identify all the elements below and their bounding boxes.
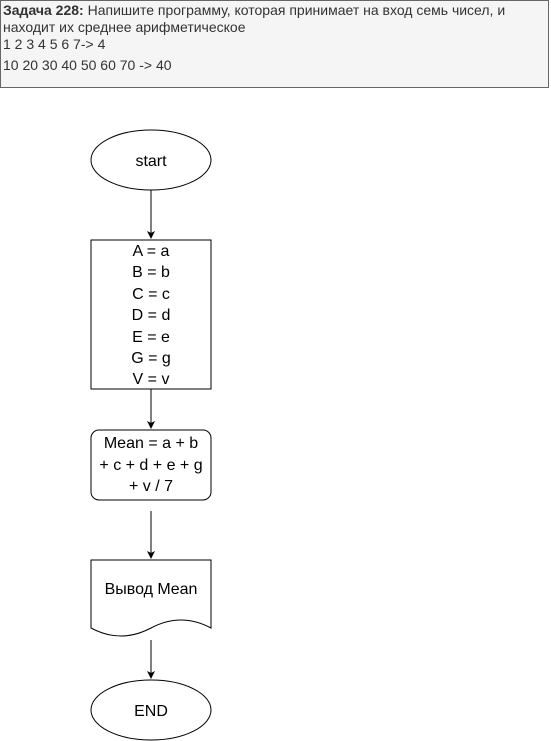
task-example-2: 10 20 30 40 50 60 70 -> 40 [3,57,172,73]
assign-d: D = d [132,307,171,324]
task-description: Напишите программу, которая принимает на… [87,2,506,18]
task-example-1: 1 2 3 4 5 6 7-> 4 [3,36,106,52]
end-node: END [90,679,212,741]
assignment-node: A = a B = b C = c D = d E = e G = g V = … [90,239,212,390]
mean-node: Mean = a + b + c + d + e + g + v / 7 [90,429,212,501]
task-description-line2: находит их среднее арифметическое [3,19,246,35]
assign-c: C = c [132,286,170,303]
mean-line-3: + v / 7 [129,478,173,495]
mean-line-2: + c + d + e + g [99,457,202,474]
assign-a: A = a [133,243,170,260]
assign-b: B = b [132,264,170,281]
task-heading: Задача 228: Напишите программу, которая … [3,2,546,19]
end-label: END [134,703,168,720]
task-statement: Задача 228: Напишите программу, которая … [0,0,549,88]
start-node: start [90,129,212,191]
task-title: Задача 228: [3,2,84,18]
start-label: start [135,153,167,170]
assign-g: G = g [131,350,171,367]
assign-v: V = v [133,371,170,388]
output-label: Вывод Mean [105,581,198,598]
assign-e: E = e [132,329,170,346]
mean-line-1: Mean = a + b [104,435,198,452]
output-node: Вывод Mean [90,559,212,637]
